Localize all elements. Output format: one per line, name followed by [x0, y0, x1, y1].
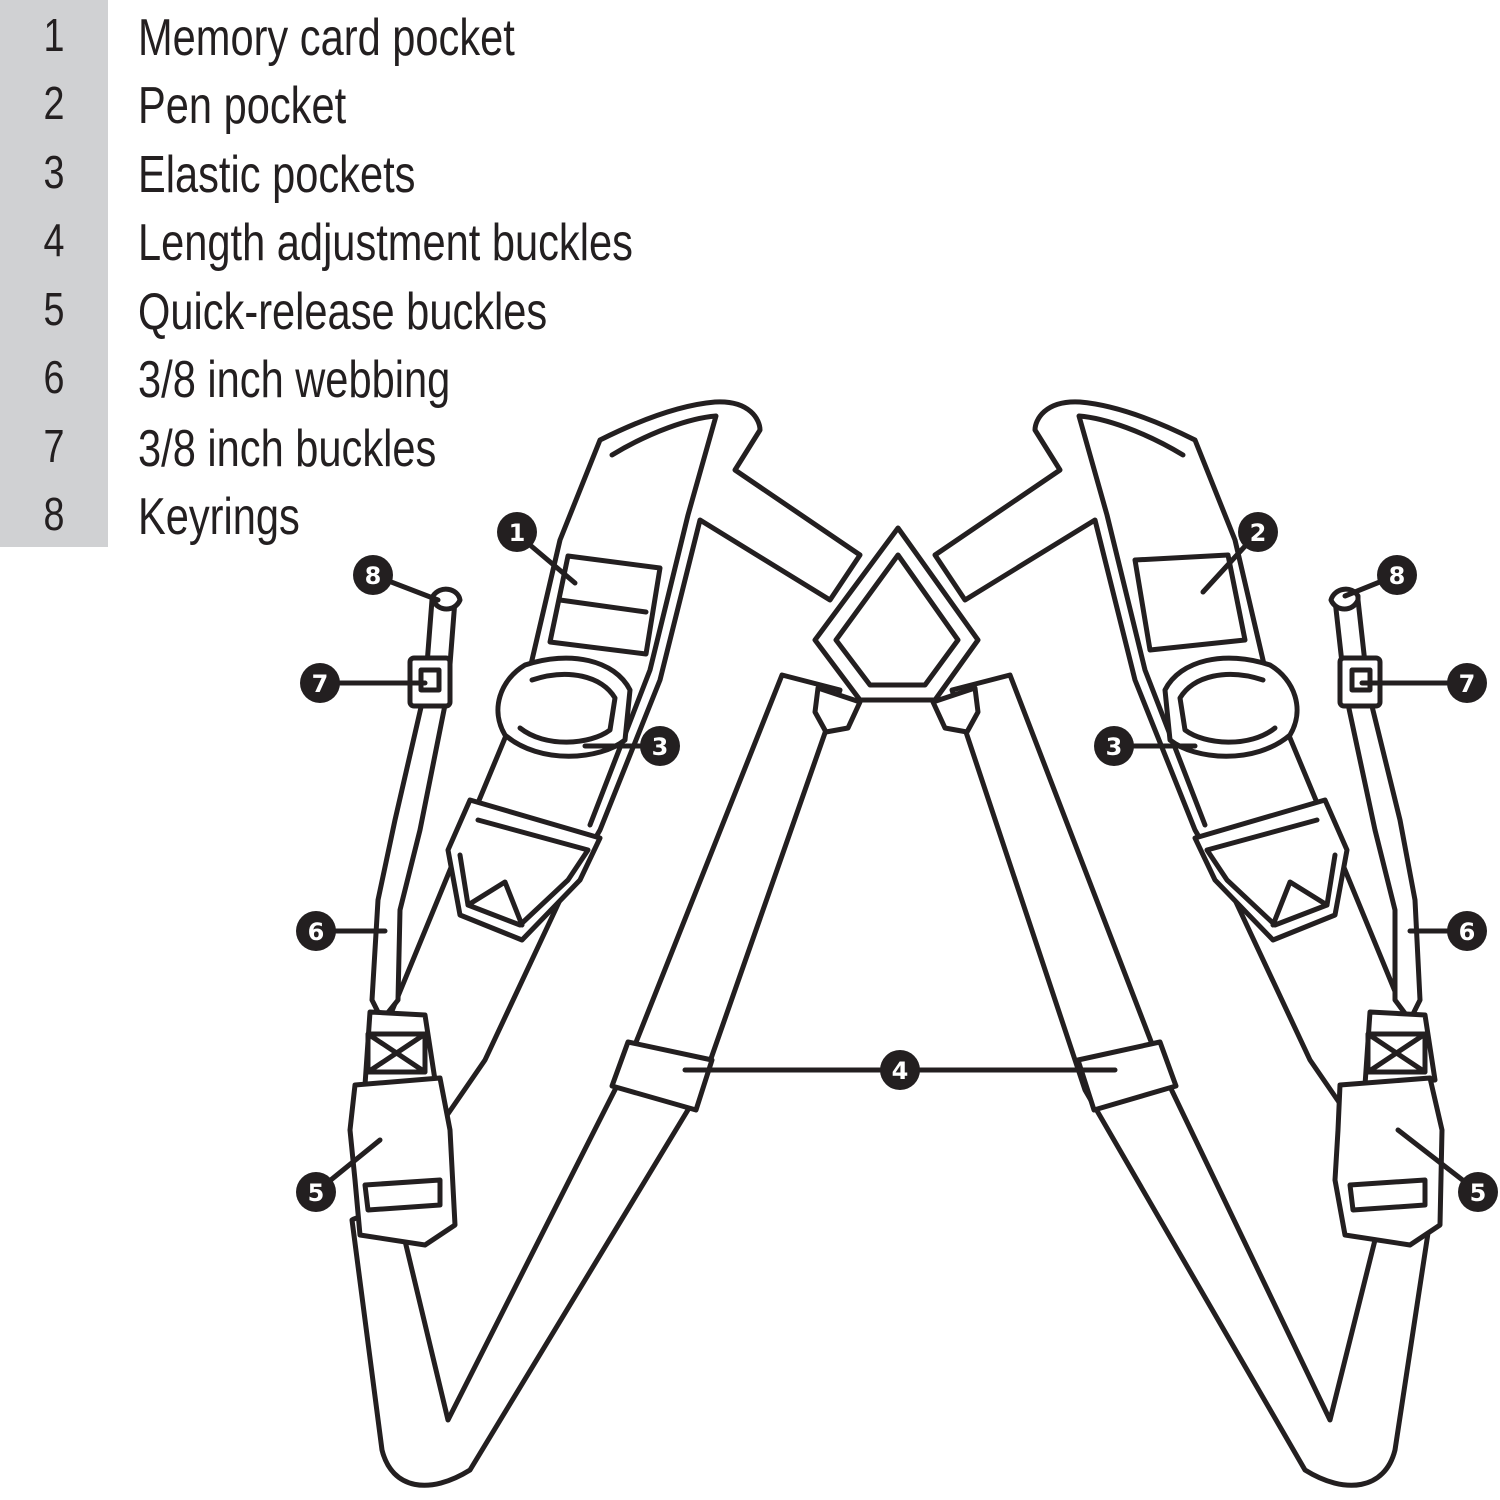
left-quick-release-x-box	[365, 1031, 428, 1075]
memory-card-pocket-flap	[557, 597, 649, 615]
legend-number: 1	[43, 9, 65, 61]
left-pad-tab	[445, 797, 603, 943]
legend-number: 7	[43, 420, 65, 472]
pen-pocket	[1132, 552, 1248, 653]
callout-3-right: 3	[1094, 726, 1134, 766]
callout-8-right-number: 8	[1389, 562, 1406, 590]
callout-1-number: 1	[509, 519, 526, 547]
callout-3-right-number: 3	[1106, 733, 1123, 761]
callout-7-left-number: 7	[312, 670, 329, 698]
callout-5-right: 5	[1458, 1172, 1498, 1212]
callout-6-left-number: 6	[308, 918, 325, 946]
callout-5-right-number: 5	[1470, 1179, 1487, 1207]
callout-7-left: 7	[300, 663, 340, 703]
legend-item-elastic-pockets: 3 Elastic pockets	[0, 139, 760, 207]
callout-5-left-number: 5	[308, 1179, 325, 1207]
left-length-adjustment-buckle	[609, 1039, 715, 1113]
right-length-adjustment-buckle	[1075, 1039, 1179, 1113]
legend-number: 2	[43, 77, 65, 129]
callout-7-right: 7	[1447, 663, 1487, 703]
legend-number: 4	[43, 214, 65, 266]
legend-label: Pen pocket	[138, 77, 347, 135]
legend-number-band	[0, 0, 108, 547]
callout-3-left-number: 3	[652, 733, 669, 761]
left-elastic-pocket-inner	[517, 671, 618, 745]
left-pad-tab-inner	[457, 817, 591, 928]
legend-number: 5	[43, 283, 65, 335]
legend-label: Keyrings	[138, 488, 300, 546]
legend-item-quick-release-buckles: 5 Quick-release buckles	[0, 276, 760, 344]
callout-8-left: 8	[353, 555, 393, 595]
callout-5-left: 5	[296, 1172, 336, 1212]
callout-2-number: 2	[1250, 519, 1267, 547]
legend-number: 3	[43, 146, 65, 198]
legend-label: 3/8 inch webbing	[138, 351, 451, 409]
left-shoulder-pad-inner-edge	[587, 413, 719, 828]
callout-1: 1	[497, 512, 537, 552]
legend-item-keyrings: 8 Keyrings	[0, 481, 760, 549]
right-shoulder-pad	[932, 399, 1418, 1143]
right-pad-tab	[1192, 797, 1350, 943]
legend-item-memory-card-pocket: 1 Memory card pocket	[0, 2, 760, 70]
legend-label: Elastic pockets	[138, 146, 416, 204]
left-quick-release-female-inner	[362, 1177, 443, 1213]
legend-item-webbing: 6 3/8 inch webbing	[0, 344, 760, 412]
callout-8-right: 8	[1377, 555, 1417, 595]
right-quick-release-female	[1332, 1075, 1445, 1248]
legend: 1 Memory card pocket 2 Pen pocket 3 Elas…	[0, 0, 760, 550]
back-connector-outer	[812, 525, 981, 703]
callout-6-right: 6	[1447, 911, 1487, 951]
right-shoulder-pad-inner-edge	[1076, 413, 1208, 828]
legend-item-small-buckles: 7 3/8 inch buckles	[0, 413, 760, 481]
callout-4: 4	[880, 1050, 920, 1090]
back-connector-inner	[833, 552, 961, 688]
legend-number: 6	[43, 351, 65, 403]
left-connector-loop	[812, 685, 863, 735]
callout-3-left: 3	[640, 726, 680, 766]
left-keyring	[430, 586, 463, 612]
callout-8-left-number: 8	[365, 562, 382, 590]
callout-4-number: 4	[892, 1057, 909, 1085]
legend-item-pen-pocket: 2 Pen pocket	[0, 70, 760, 138]
right-small-buckle-window	[1349, 667, 1373, 693]
left-pad-tab-triangle	[465, 879, 525, 928]
callout-6-right-number: 6	[1459, 918, 1476, 946]
right-pad-tab-triangle	[1270, 879, 1330, 928]
left-shoulder-pad	[377, 399, 863, 1143]
legend-label: Length adjustment buckles	[138, 214, 633, 272]
legend-label: Memory card pocket	[138, 9, 515, 67]
left-quick-release-female	[347, 1075, 458, 1248]
legend-label: 3/8 inch buckles	[138, 420, 437, 478]
legend-item-length-adjustment-buckles: 4 Length adjustment buckles	[0, 207, 760, 275]
right-quick-release-female-inner	[1347, 1177, 1428, 1213]
right-elastic-pocket-inner	[1177, 671, 1278, 745]
legend-label: Quick-release buckles	[138, 283, 548, 341]
callout-2: 2	[1238, 512, 1278, 552]
callout-7-right-number: 7	[1459, 670, 1476, 698]
legend-number: 8	[43, 488, 65, 540]
right-quick-release-x-box	[1365, 1031, 1428, 1075]
left-small-buckle-window	[418, 667, 442, 693]
right-pad-tab-inner	[1204, 817, 1338, 928]
right-connector-loop	[930, 685, 981, 735]
callout-6-left: 6	[296, 911, 336, 951]
